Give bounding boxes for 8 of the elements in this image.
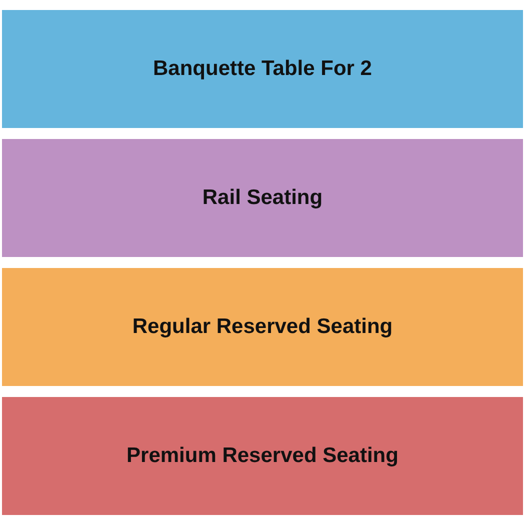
section-label: Banquette Table For 2 [152,56,373,82]
section-label: Regular Reserved Seating [131,314,394,340]
section-label: Rail Seating [201,184,324,211]
seating-section [2,397,523,515]
seating-section [2,10,523,128]
section-label: Premium Reserved Seating [126,442,400,469]
seating-section [2,268,523,386]
seating-section [2,139,523,257]
